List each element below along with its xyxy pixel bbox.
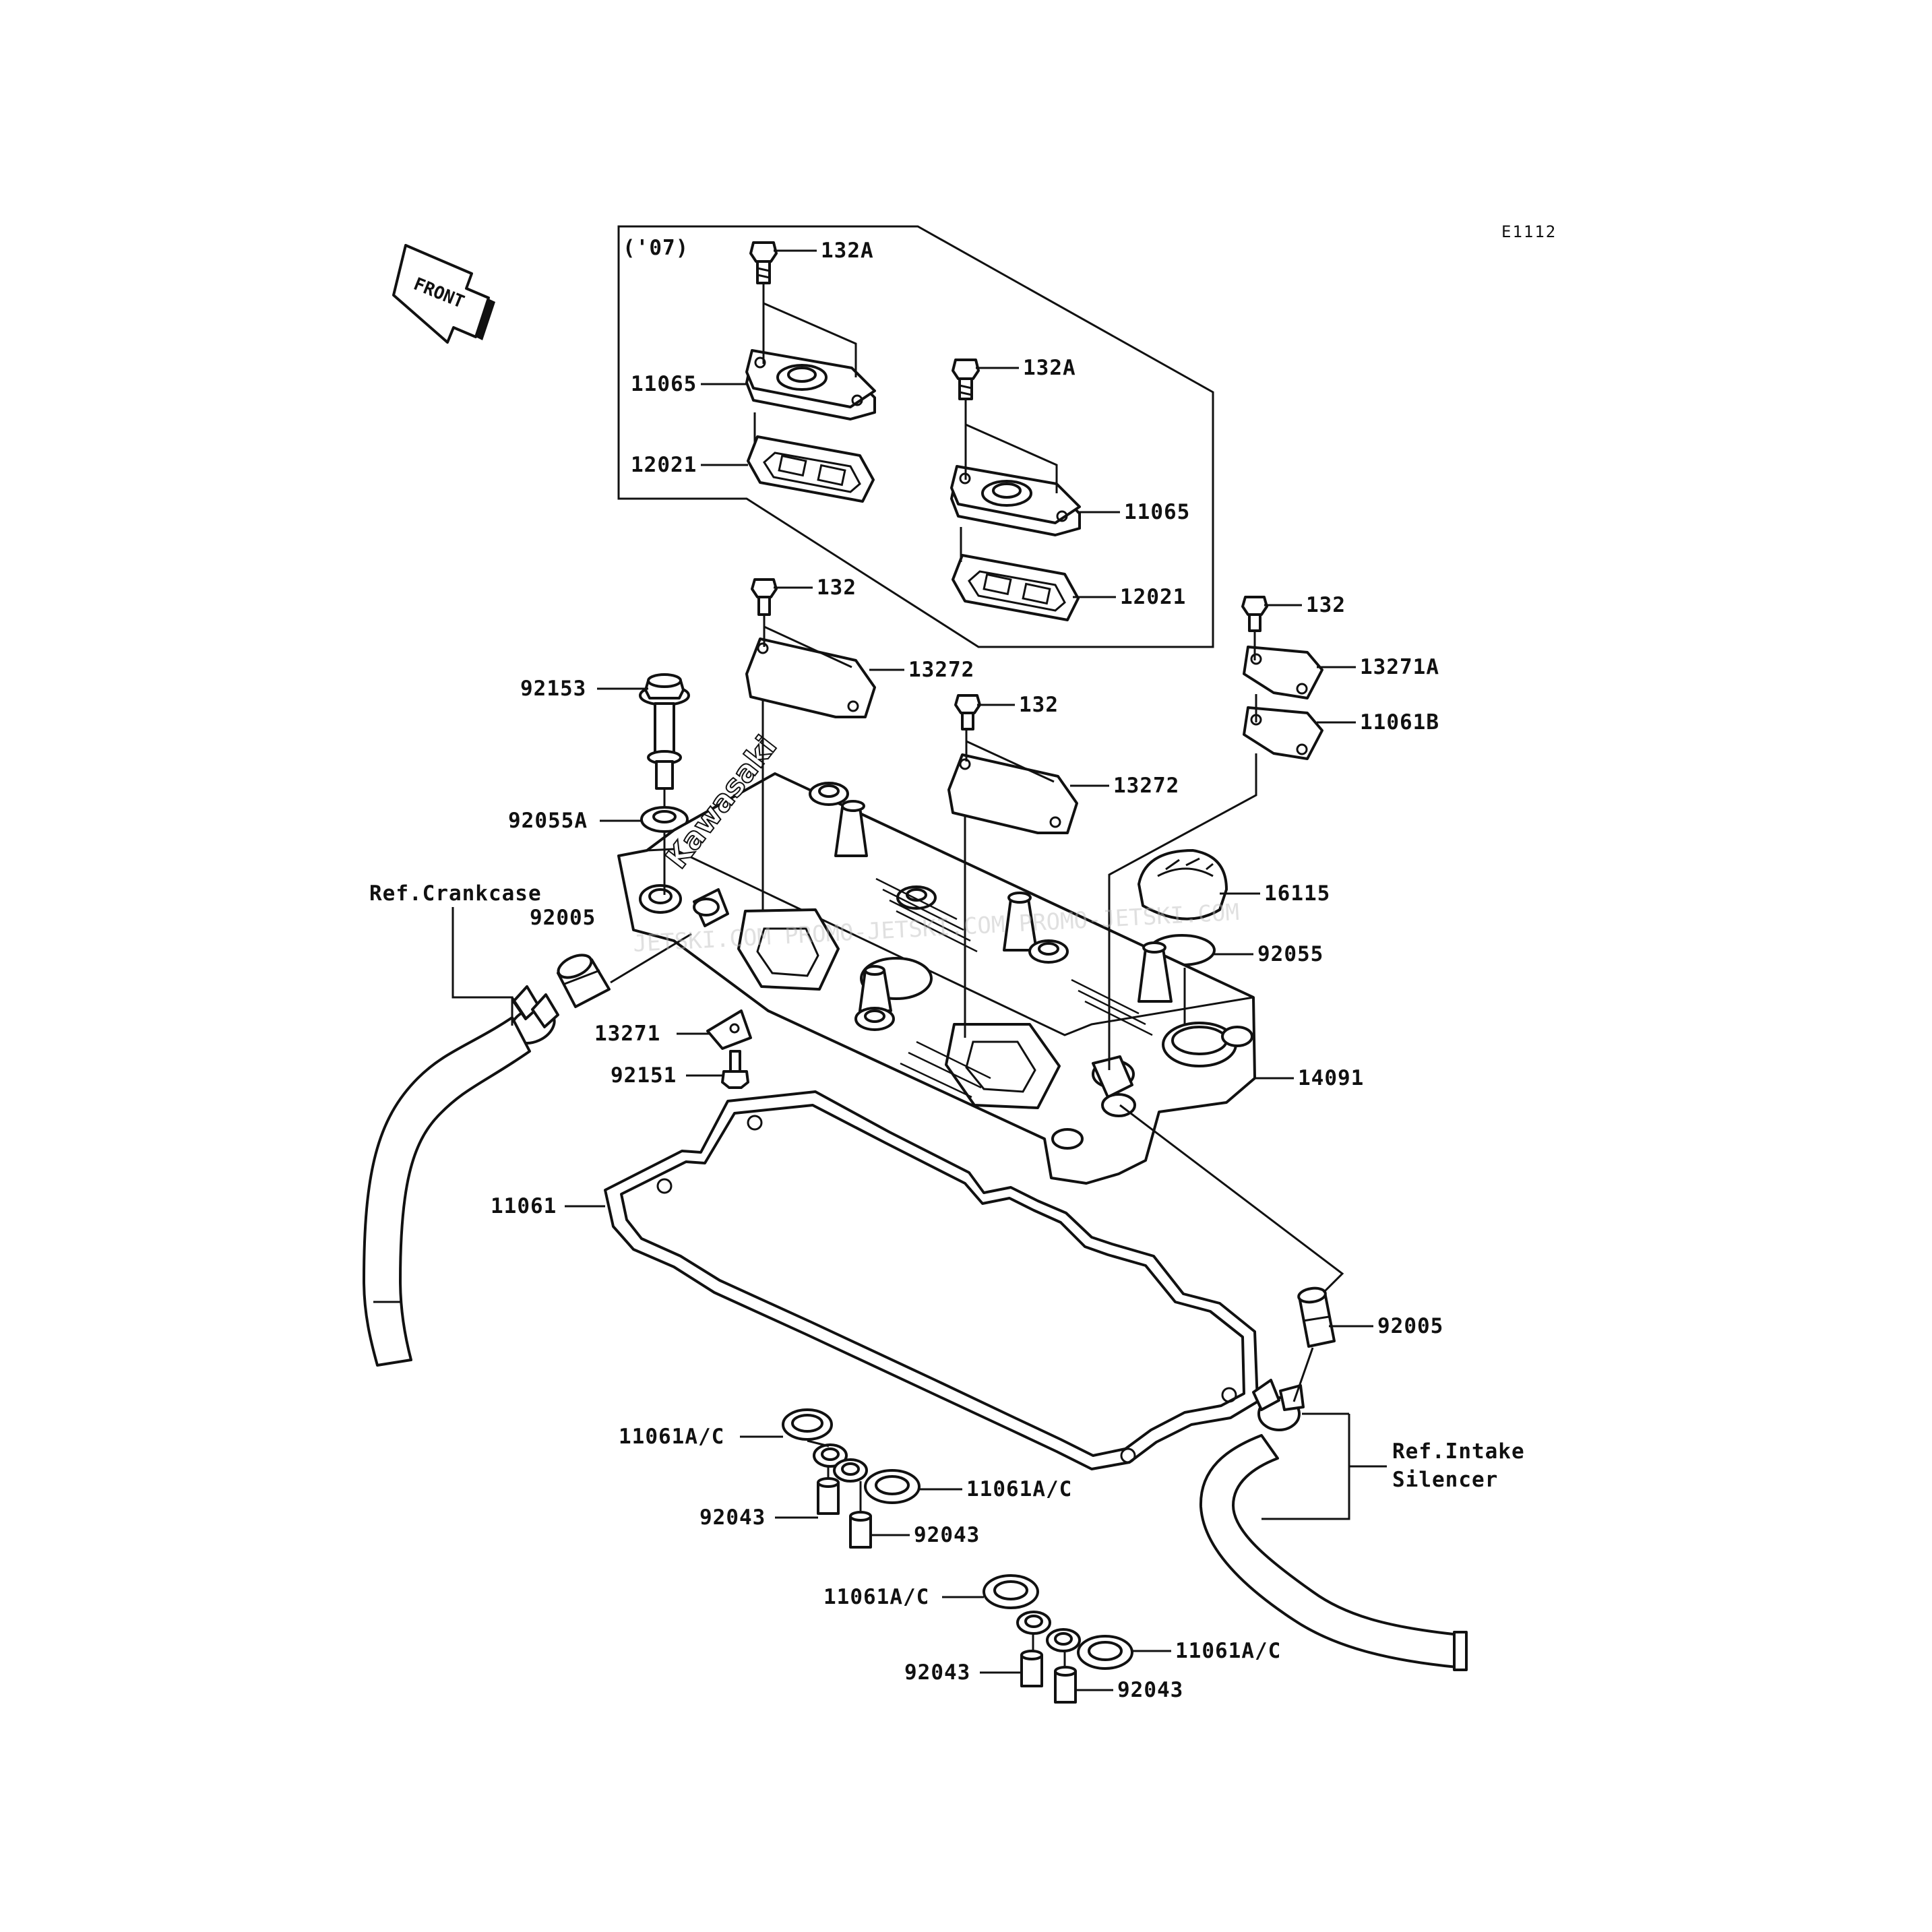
seal-11061ac-1	[782, 1408, 833, 1441]
label-132-2: 132	[1019, 693, 1059, 717]
label-13272-2: 13272	[1113, 774, 1179, 798]
label-92151: 92151	[611, 1063, 677, 1088]
label-92043-4: 92043	[1117, 1678, 1183, 1702]
label-16115: 16115	[1264, 881, 1330, 906]
collar-92043-1	[817, 1477, 840, 1515]
bolt-132-3	[1241, 596, 1268, 632]
label-13272-1: 13272	[908, 658, 974, 682]
collar-92043-2	[849, 1511, 872, 1549]
label-11065-1: 11065	[631, 372, 697, 396]
year-variant-box: ('07)	[617, 225, 1214, 648]
crankcase-breather-hose	[363, 1016, 531, 1367]
label-92153: 92153	[520, 677, 586, 701]
diagram-code: E1112	[1501, 222, 1557, 241]
label-92055a: 92055A	[508, 809, 588, 833]
label-132-3: 132	[1306, 593, 1346, 617]
ref-intake-label-line1: Ref.Intake	[1392, 1439, 1525, 1464]
label-13271a: 13271A	[1360, 655, 1439, 679]
seal-small-3	[1016, 1611, 1051, 1635]
label-92043-1: 92043	[699, 1505, 766, 1530]
reed-valve-12021-2	[952, 554, 1080, 621]
intake-silencer-hose	[1199, 1434, 1468, 1671]
bolt-132a-1	[749, 241, 778, 284]
label-132-1: 132	[817, 575, 856, 600]
cover-13272-2	[947, 753, 1078, 834]
label-92055: 92055	[1257, 942, 1323, 966]
bracket-13271	[706, 1009, 752, 1050]
ref-intake-label-line2: Silencer	[1392, 1468, 1498, 1492]
label-13271: 13271	[594, 1022, 660, 1046]
cover-13272-1	[745, 637, 876, 718]
label-12021-2: 12021	[1120, 585, 1186, 609]
callout-leaders	[451, 249, 1387, 1691]
bolt-92153	[639, 673, 690, 790]
label-11061: 11061	[491, 1194, 557, 1218]
label-11065-2: 11065	[1124, 500, 1190, 524]
label-11061ac-3: 11061A/C	[823, 1585, 929, 1609]
label-11061b: 11061B	[1360, 710, 1439, 735]
bolt-132a-2	[952, 359, 980, 400]
label-14091: 14091	[1298, 1066, 1364, 1090]
seal-small-4	[1046, 1628, 1081, 1652]
washer-92055a	[640, 806, 689, 833]
label-92043-3: 92043	[904, 1660, 970, 1685]
label-92043-2: 92043	[914, 1523, 980, 1547]
gasket-11061b	[1243, 706, 1323, 760]
seal-11061ac-2	[864, 1469, 921, 1504]
hose-fitting-92005-2	[1297, 1286, 1336, 1348]
label-132a-2: 132A	[1023, 356, 1076, 380]
hose-fitting-92005-1	[557, 954, 611, 1008]
reed-cover-11065-1	[745, 349, 876, 420]
bolt-132-2	[954, 694, 981, 730]
bolt-92151	[721, 1050, 749, 1089]
label-92005-2: 92005	[1377, 1314, 1443, 1338]
callout-labels: 132A 11065 12021 132A 11065 12021 132 13…	[369, 239, 1525, 1702]
spark-plug-boss-1	[809, 782, 849, 806]
collar-92043-4	[1054, 1666, 1077, 1704]
label-11061ac-2: 11061A/C	[966, 1477, 1072, 1501]
seal-small-2	[833, 1458, 868, 1483]
seal-11061ac-4	[1077, 1635, 1133, 1670]
front-arrow-icon: FRONT	[392, 244, 495, 344]
plate-13271a	[1243, 646, 1323, 699]
ref-crankcase-label: Ref.Crankcase	[369, 881, 542, 906]
oil-filler-cap-16115	[1138, 849, 1228, 921]
label-11061ac-4: 11061A/C	[1175, 1639, 1281, 1663]
hose-clamp-2	[1252, 1379, 1305, 1431]
label-132a-1: 132A	[821, 239, 874, 263]
reed-cover-11065-2	[950, 465, 1081, 536]
label-11061ac-1: 11061A/C	[619, 1425, 724, 1449]
collar-92043-3	[1020, 1650, 1043, 1687]
reed-valve-12021-1	[747, 435, 875, 503]
year-note: ('07)	[623, 236, 689, 260]
head-cover-gasket-11061	[604, 1090, 1259, 1470]
seal-11061ac-3	[983, 1574, 1039, 1609]
seal-small-1	[813, 1443, 848, 1468]
assembly-lines	[610, 283, 1344, 1667]
label-92005-1: 92005	[530, 906, 596, 930]
label-12021-1: 12021	[631, 453, 697, 477]
bolt-132-1	[751, 578, 778, 616]
